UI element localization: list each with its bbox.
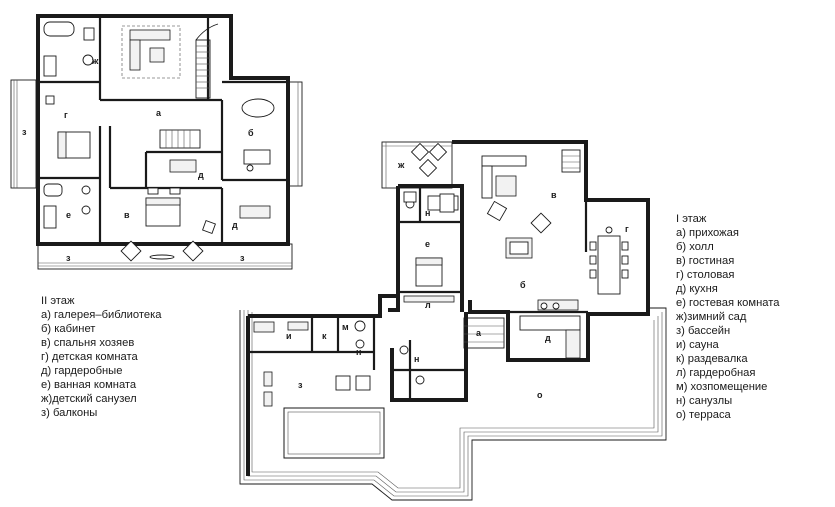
entrance-steps [463, 317, 505, 349]
legend-item: г) столовая [676, 269, 735, 281]
legend-item: к) раздевалка [676, 353, 748, 365]
room-label-n1: н [425, 208, 430, 218]
room-label-z-first: з [298, 380, 303, 390]
living-room-furniture [481, 149, 581, 259]
first-floor-interior-walls [248, 186, 588, 400]
legend-item: а) прихожая [676, 227, 739, 239]
balcony-label-1: з [22, 127, 27, 137]
legend-item: д) гардеробные [41, 365, 123, 377]
second-floor-plan: ж а г б д е в д з з з [10, 14, 303, 270]
legend-item: и) сауна [676, 339, 719, 351]
winter-garden [381, 141, 453, 189]
room-label-v-first: в [551, 190, 557, 200]
master-bedroom-furniture [120, 187, 216, 262]
first-floor-plan: ж в н г е б л д м и к а н н з о [239, 140, 667, 501]
legend-item: м) хозпомещение [676, 381, 768, 393]
room-label-a: а [156, 108, 162, 118]
bathroom-fixtures-first [399, 191, 455, 385]
first-floor-outer-wall [452, 140, 650, 362]
bathroom-fixtures [43, 183, 91, 229]
second-floor-legend-title: II этаж [41, 295, 75, 307]
legend-item: ж)зимний сад [676, 311, 747, 323]
balcony-label-2: з [66, 253, 71, 263]
room-label-m: м [342, 322, 349, 332]
wardrobe-room [403, 295, 455, 303]
legend-item: е) ванная комната [41, 379, 137, 391]
legend-item: а) галерея–библиотека [41, 309, 162, 321]
legend-item: б) кабинет [41, 323, 96, 335]
room-label-zh-first: ж [397, 160, 405, 170]
utility-fixtures [354, 320, 366, 349]
second-floor-stairs [159, 23, 219, 149]
legend-item: д) кухня [676, 283, 718, 295]
legend-item: з) балконы [41, 407, 98, 419]
room-label-d2: д [232, 220, 238, 230]
balcony-right [287, 81, 303, 187]
room-label-n2: н [356, 347, 361, 357]
legend-item: б) холл [676, 241, 714, 253]
second-floor-interior-walls [38, 16, 288, 244]
room-label-o: о [537, 390, 543, 400]
legend-item: л) гардеробная [676, 367, 756, 379]
first-floor-legend-title: I этаж [676, 213, 707, 225]
room-label-d1: д [198, 170, 204, 180]
library-furniture [121, 25, 181, 79]
dining-furniture [589, 226, 629, 295]
kids-room-furniture [45, 95, 91, 159]
room-label-n3: н [414, 354, 419, 364]
room-label-d-first: д [545, 333, 551, 343]
room-label-k: к [322, 331, 327, 341]
terrace-outline [239, 307, 667, 501]
legend-item: г) детская комната [41, 351, 138, 363]
second-floor-outer-wall [36, 14, 290, 246]
office-furniture [241, 98, 275, 172]
room-label-g-first: г [625, 224, 629, 234]
guest-room-furniture [405, 195, 459, 287]
room-label-b-first: б [520, 280, 526, 290]
room-label-v: в [124, 210, 130, 220]
room-label-g: г [64, 110, 68, 120]
legend-item: в) гостиная [676, 255, 735, 267]
second-floor-legend: II этаж а) галерея–библиотека б) кабинет… [41, 294, 161, 420]
legend-item: в) спальня хозяев [41, 337, 135, 349]
room-label-e: е [66, 210, 71, 220]
legend-item: з) бассейн [676, 325, 731, 337]
room-label-b: б [248, 128, 254, 138]
room-label-i: и [286, 331, 292, 341]
wardrobe-furniture [169, 159, 271, 219]
sauna-furniture [253, 321, 309, 333]
legend-item: о) терраса [676, 409, 731, 421]
room-label-l: л [425, 300, 431, 310]
legend-item: н) санузлы [676, 395, 733, 407]
kids-bathroom-fixtures [43, 21, 95, 77]
room-label-e-first: е [425, 239, 430, 249]
pool-area [263, 371, 385, 459]
room-label-zh: ж [91, 56, 99, 66]
first-floor-legend: I этаж а) прихожая б) холл в) гостиная г… [676, 212, 779, 422]
kitchen-furniture [519, 299, 581, 359]
legend-item: е) гостевая комната [676, 297, 780, 309]
balcony-label-3: з [240, 253, 245, 263]
room-label-a-first: а [476, 328, 482, 338]
legend-item: ж)детский санузел [41, 393, 137, 405]
